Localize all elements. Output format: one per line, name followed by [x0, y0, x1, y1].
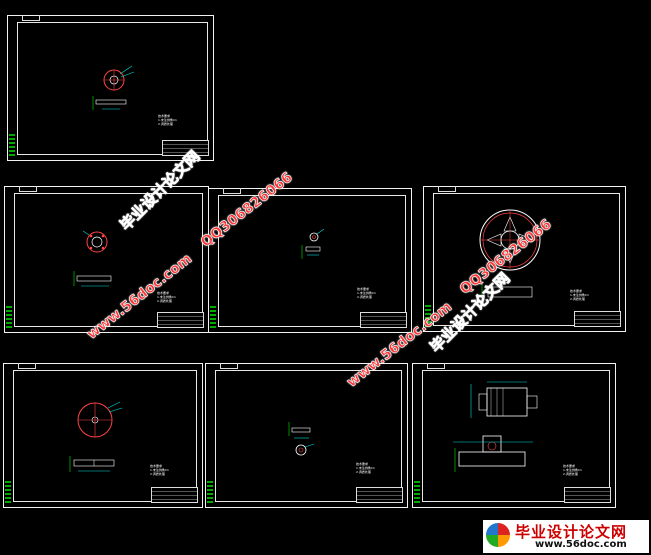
technical-notes: 技术要求 1.未注倒角C1 2.调质处理 [357, 287, 376, 299]
revision-strip [207, 481, 213, 503]
sheet-tab [220, 363, 238, 369]
sheet-frame [13, 370, 197, 502]
technical-notes: 技术要求 1.未注倒角C1 2.调质处理 [158, 114, 177, 126]
technical-notes: 技术要求 1.未注倒角C1 2.调质处理 [570, 289, 589, 301]
sheet-tab [427, 363, 445, 369]
part-drawing [73, 230, 112, 287]
technical-notes: 技术要求 1.未注倒角C1 2.调质处理 [356, 462, 375, 474]
technical-notes: 技术要求 1.未注倒角C1 2.调质处理 [150, 464, 169, 476]
title-block [162, 140, 209, 156]
revision-strip [9, 134, 15, 156]
revision-strip [210, 306, 216, 328]
part-drawing [453, 381, 538, 472]
drawing-sheet-3[interactable]: 技术要求 1.未注倒角C1 2.调质处理 [208, 188, 412, 333]
sheet-frame [14, 193, 203, 327]
title-block [151, 487, 198, 503]
title-block [574, 311, 621, 327]
part-drawing [92, 65, 135, 110]
part-drawing [288, 422, 315, 456]
drawing-sheet-4[interactable]: 技术要求 1.未注倒角C1 2.调质处理 [423, 186, 626, 332]
drawing-sheet-1[interactable]: 技术要求 1.未注倒角C1 2.调质处理 [7, 15, 214, 161]
sheet-frame [422, 370, 610, 502]
sheet-tab [438, 186, 456, 192]
sheet-tab [223, 188, 241, 194]
site-logo-banner[interactable]: 毕业设计论文网 www.56doc.com [483, 520, 649, 553]
sheet-frame [218, 195, 406, 327]
site-logo-icon [486, 523, 510, 547]
title-block [356, 487, 403, 503]
sheet-tab [18, 363, 36, 369]
revision-strip [414, 481, 420, 503]
sheet-tab [22, 15, 40, 21]
drawing-sheet-5[interactable]: 技术要求 1.未注倒角C1 2.调质处理 [3, 363, 203, 508]
drawing-sheet-7[interactable]: 技术要求 1.未注倒角C1 2.调质处理 [412, 363, 616, 508]
revision-strip [425, 305, 431, 327]
site-url: www.56doc.com [535, 539, 627, 550]
sheet-frame [215, 370, 402, 502]
revision-strip [6, 306, 12, 328]
sheet-frame [17, 22, 208, 155]
title-block [157, 312, 204, 328]
part-drawing [479, 209, 541, 301]
site-title: 毕业设计论文网 [515, 523, 628, 541]
revision-strip [5, 481, 11, 503]
title-block [360, 312, 407, 328]
technical-notes: 技术要求 1.未注倒角C1 2.调质处理 [157, 291, 176, 303]
part-drawing [69, 401, 123, 472]
part-drawing [301, 228, 325, 259]
drawing-sheet-6[interactable]: 技术要求 1.未注倒角C1 2.调质处理 [205, 363, 408, 508]
technical-notes: 技术要求 1.未注倒角C1 2.调质处理 [563, 464, 582, 476]
sheet-tab [19, 186, 37, 192]
title-block [564, 487, 611, 503]
sheet-frame [433, 193, 620, 326]
